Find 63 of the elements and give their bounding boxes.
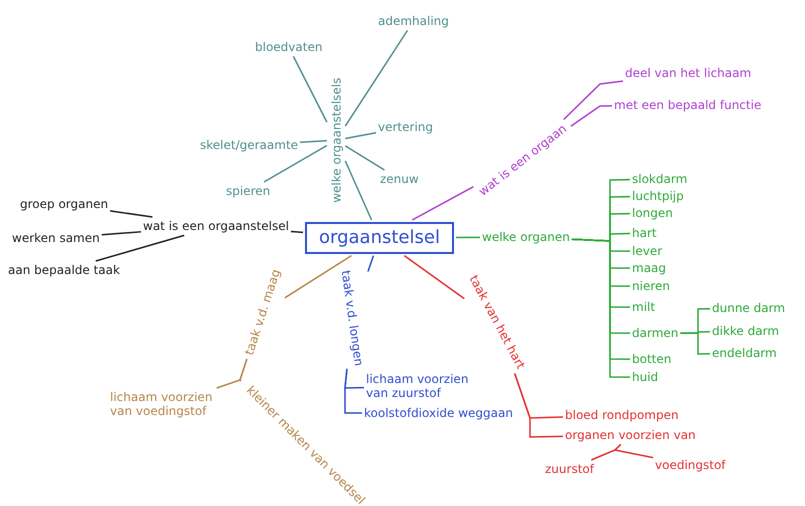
branch-line <box>300 140 327 144</box>
topic-label: lever <box>632 244 662 258</box>
topic-label: botten <box>632 352 672 366</box>
topic-label: maag <box>632 261 666 276</box>
branch-line <box>344 368 362 414</box>
topic-label: skelet/geraamte <box>200 138 298 152</box>
topic-label: spieren <box>226 184 270 198</box>
branch-line <box>345 132 376 140</box>
branch-label: welke organen <box>482 230 570 244</box>
branch-line <box>367 255 374 272</box>
branch-line <box>514 373 564 438</box>
branch-label: darmen <box>632 326 678 340</box>
topic-label: voedingstof <box>655 458 726 472</box>
topic-label: dunne darm <box>712 301 786 316</box>
branch-line <box>292 56 328 122</box>
topic-label: ademhaling <box>378 14 449 28</box>
branch-line <box>264 144 328 183</box>
branch-label: wat is een orgaanstelsel <box>143 219 289 234</box>
topic-label: hart <box>632 226 657 240</box>
branch-label: welke orgaanstelsels <box>328 78 344 203</box>
topic-label: huid <box>632 370 658 384</box>
branch-line <box>456 236 480 238</box>
branch-line <box>344 30 408 126</box>
topic-label: lichaam voorzien van zuurstof <box>366 372 484 401</box>
branch-label: taak van het hart <box>466 272 528 372</box>
branch-label: taak v.d. maag <box>242 267 283 357</box>
topic-label: met een bepaald functie <box>614 98 762 112</box>
topic-label: dikke darm <box>712 324 780 338</box>
branch-line <box>110 210 153 218</box>
topic-label: vertering <box>378 120 433 134</box>
branch-label: organen voorzien van <box>565 428 696 442</box>
topic-label: zuurstof <box>545 462 594 476</box>
branch-label: taak v.d. longen <box>338 270 366 367</box>
branch-line <box>344 145 385 171</box>
central-topic-box <box>305 222 454 254</box>
topic-title: orgaanstelsel <box>319 227 440 248</box>
branch-line <box>404 254 465 300</box>
branch-line <box>680 332 710 355</box>
topic-label: luchtpijp <box>632 189 684 204</box>
topic-label: bloedvaten <box>255 40 322 54</box>
topic-label: deel van het lichaam <box>625 66 752 80</box>
branch-line <box>570 105 612 127</box>
topic-label: koolstofdioxide weggaan <box>364 406 513 420</box>
topic-label: werken samen <box>12 231 100 246</box>
topic-label: endeldarm <box>712 346 777 360</box>
topic-label: lichaam voorzien van voedingstof <box>110 390 228 419</box>
topic-label: slokdarm <box>632 172 688 186</box>
topic-label: milt <box>632 300 656 314</box>
branch-line <box>102 231 142 236</box>
branch-line <box>284 254 352 298</box>
branch-line <box>412 186 474 221</box>
topic-label: aan bepaalde taak <box>8 263 120 278</box>
topic-label: zenuw <box>380 172 419 186</box>
branch-line <box>239 358 248 382</box>
topic-label: groep organen <box>20 197 108 212</box>
topic-label: nieren <box>632 279 670 294</box>
branch-line <box>613 444 654 458</box>
branch-line <box>344 160 372 220</box>
branch-line <box>563 80 624 120</box>
branch-line <box>290 230 304 234</box>
topic-label: bloed rondpompen <box>565 408 679 422</box>
topic-label: longen <box>632 206 673 220</box>
branch-line <box>96 234 184 262</box>
